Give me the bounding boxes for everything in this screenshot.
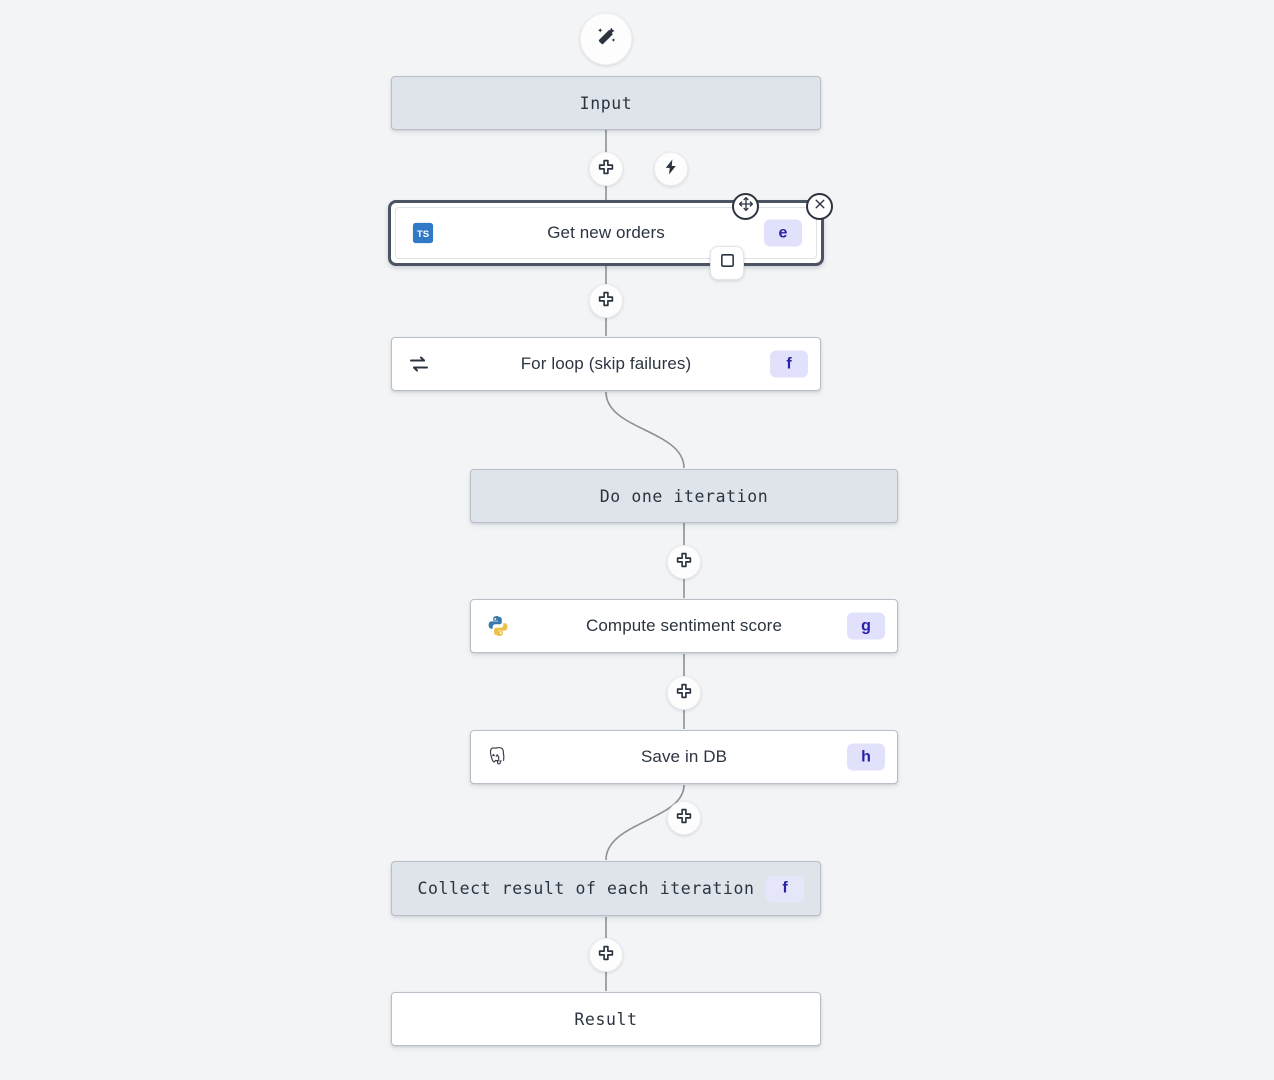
add-step-button-after-compute-sentiment-score[interactable]	[667, 676, 701, 710]
lightning-bolt-icon	[662, 158, 680, 181]
node-save-in-db-label: Save in DB	[640, 747, 728, 766]
node-save-in-db[interactable]: Save in DB h	[470, 730, 898, 784]
node-compute-sentiment-score-badge: g	[847, 612, 885, 640]
close-x-icon	[813, 197, 827, 216]
square-outline-icon	[719, 252, 736, 274]
svg-text:TS: TS	[417, 229, 430, 240]
move-handle[interactable]	[732, 193, 759, 220]
node-collect-result-badge: f	[766, 875, 804, 902]
expand-node-button[interactable]	[710, 246, 744, 280]
node-result[interactable]: Result	[391, 992, 821, 1046]
add-step-button-after-get-new-orders[interactable]	[589, 284, 623, 318]
node-result-label: Result	[574, 1009, 638, 1029]
node-collect-result[interactable]: Collect result of each iteration f	[391, 861, 821, 916]
plus-icon	[597, 158, 615, 181]
node-get-new-orders-label: Get new orders	[547, 223, 665, 242]
node-do-one-iteration-label: Do one iteration	[599, 486, 769, 506]
plus-icon	[675, 682, 693, 705]
node-collect-result-label: Collect result of each iteration	[417, 879, 755, 898]
python-icon	[485, 613, 511, 639]
plus-icon	[675, 551, 693, 574]
move-arrows-icon	[738, 196, 754, 217]
plus-icon	[675, 807, 693, 830]
loop-icon	[406, 351, 432, 377]
node-do-one-iteration[interactable]: Do one iteration	[470, 469, 898, 523]
node-for-loop-badge: f	[770, 350, 808, 378]
node-compute-sentiment-score-label: Compute sentiment score	[586, 616, 782, 635]
add-step-button-after-save-in-db[interactable]	[667, 801, 701, 835]
node-input-label: Input	[579, 93, 633, 113]
close-node-button[interactable]	[806, 193, 833, 220]
trigger-button[interactable]	[654, 152, 688, 186]
magic-wand-icon	[594, 25, 618, 54]
add-step-button-after-do-one-iteration[interactable]	[667, 545, 701, 579]
node-compute-sentiment-score[interactable]: Compute sentiment score g	[470, 599, 898, 653]
postgresql-icon	[485, 744, 511, 770]
node-input[interactable]: Input	[391, 76, 821, 130]
node-get-new-orders-selection[interactable]: TS Get new orders e	[388, 200, 824, 266]
node-get-new-orders-badge: e	[764, 219, 802, 247]
node-for-loop-label: For loop (skip failures)	[520, 354, 692, 373]
node-save-in-db-badge: h	[847, 743, 885, 771]
node-for-loop[interactable]: For loop (skip failures) f	[391, 337, 821, 391]
plus-icon	[597, 944, 615, 967]
typescript-icon: TS	[410, 220, 436, 246]
ai-assistant-button[interactable]	[580, 13, 632, 65]
plus-icon	[597, 290, 615, 313]
add-step-button-after-input[interactable]	[589, 152, 623, 186]
add-step-button-after-collect-result[interactable]	[589, 938, 623, 972]
